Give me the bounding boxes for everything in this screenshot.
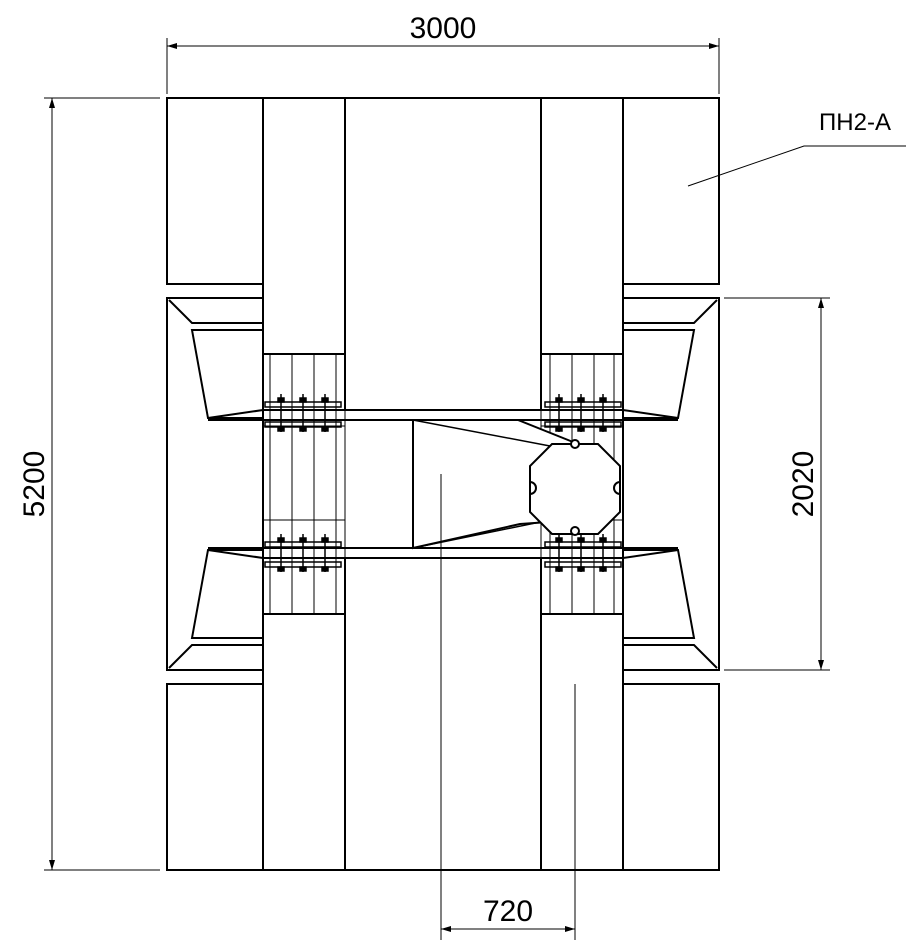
bolt-group-lower-left [277, 534, 329, 572]
right-lower-haunch [622, 549, 696, 639]
top-center-panel [344, 97, 542, 411]
bottom-left-panel [166, 683, 264, 871]
right-top-chamfer [623, 299, 718, 324]
dim-width-text: 3000 [410, 12, 477, 45]
left-lower-haunch [190, 549, 264, 639]
lower-pin [570, 526, 580, 536]
middle-frame [166, 297, 720, 671]
bolt-group-upper-right [555, 394, 607, 432]
dim-height-text: 5200 [18, 451, 51, 518]
dim-gap-text: 720 [483, 895, 533, 928]
top-left-column [262, 97, 346, 355]
bolt-group-upper-left [277, 394, 329, 432]
dimension-lines [44, 38, 906, 940]
left-notch [529, 481, 538, 495]
lower-beam-bottom [207, 549, 679, 559]
bottom-left-column [262, 613, 346, 871]
left-bottom-chamfer [168, 644, 263, 669]
dim-middle-text: 2020 [787, 451, 820, 518]
left-upper-haunch [190, 329, 264, 419]
right-bottom-chamfer [623, 644, 718, 669]
middle-left-plate [166, 297, 264, 671]
top-right-panel [622, 97, 720, 285]
upper-pin [570, 439, 580, 449]
part-callout-label: ПН2-А [819, 109, 891, 136]
top-right-column [540, 97, 624, 355]
callout-leader [687, 145, 906, 187]
bolt-groups [264, 394, 622, 572]
right-upper-haunch [622, 329, 696, 419]
bottom-center-panel [344, 557, 542, 871]
middle-right-plate [622, 297, 720, 671]
right-notch [612, 481, 621, 495]
upper-beam-top [207, 409, 679, 419]
central-mechanism [412, 419, 621, 550]
bottom-right-column [540, 613, 624, 871]
top-assembly [166, 97, 720, 411]
octagon-block [529, 443, 621, 535]
top-left-panel [166, 97, 264, 285]
bottom-assembly [166, 557, 720, 871]
left-top-chamfer [168, 299, 263, 324]
bottom-right-panel [622, 683, 720, 871]
bolt-group-lower-right [555, 534, 607, 572]
left-connection-zone [262, 353, 346, 615]
